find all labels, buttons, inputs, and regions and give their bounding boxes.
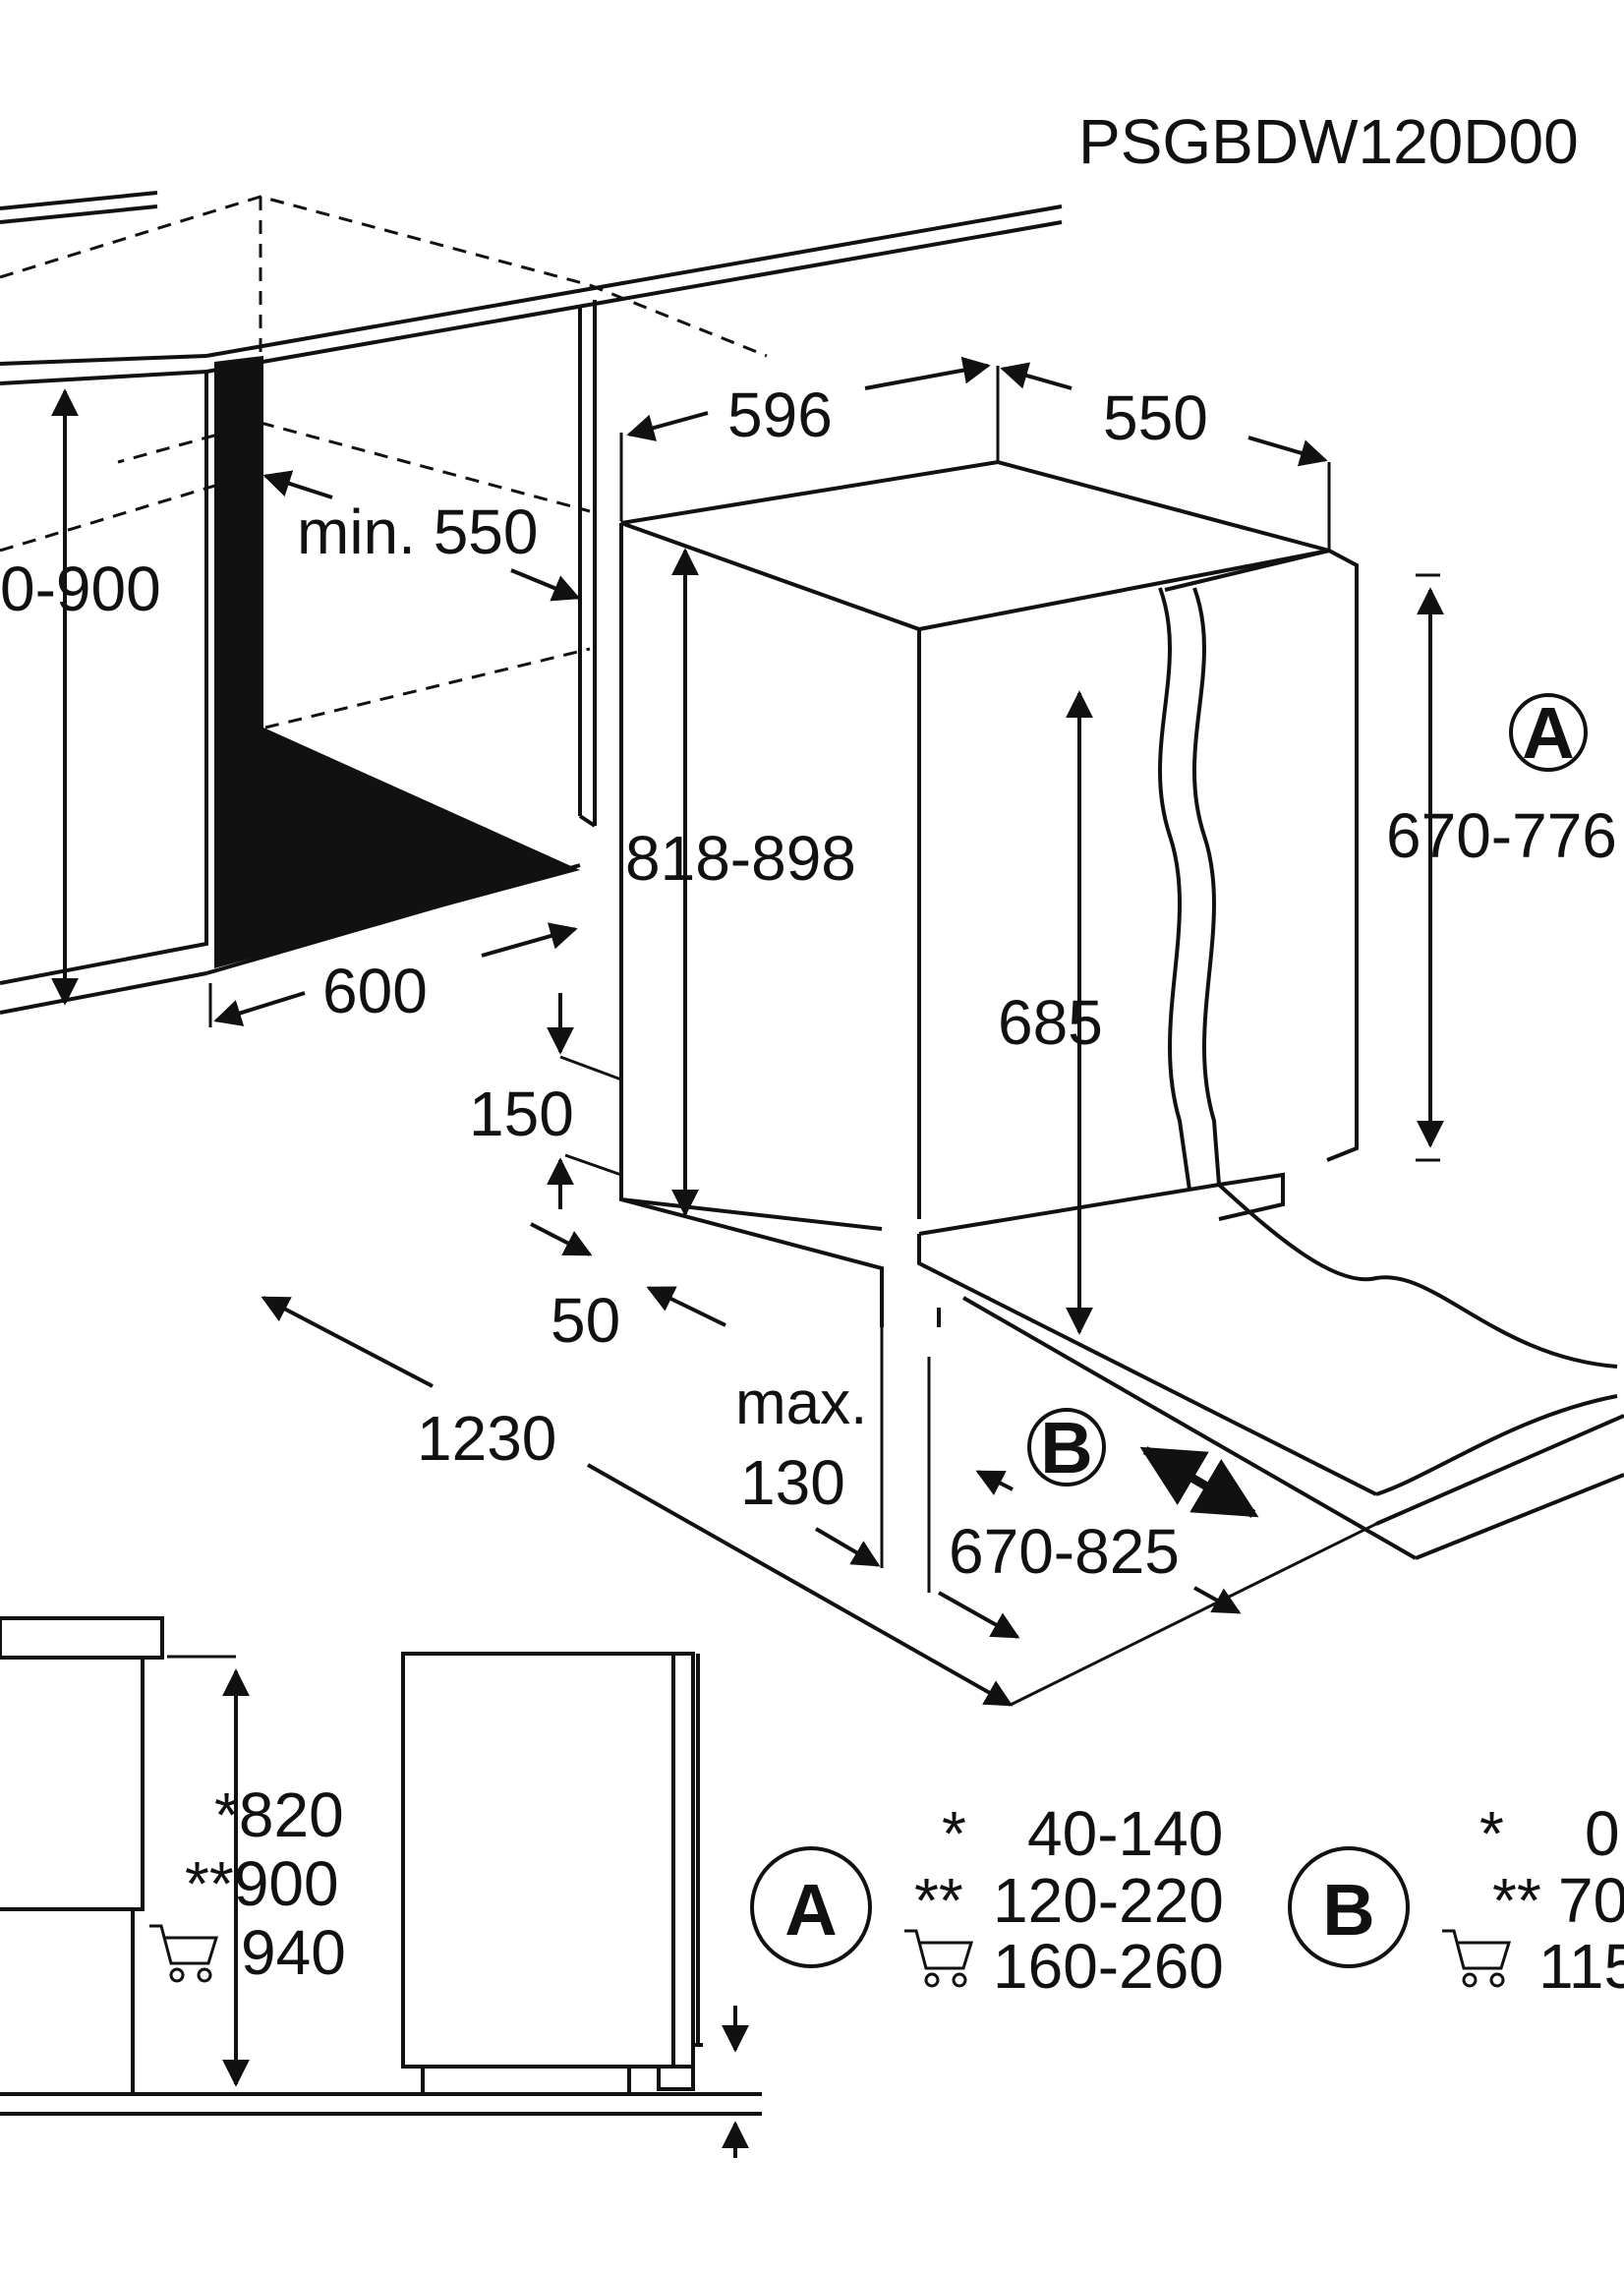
side-view-cabinet <box>0 1616 762 2116</box>
total-1230-label: 1230 <box>417 1403 556 1474</box>
max-130-arrow <box>814 1527 881 1567</box>
height-685-label: 685 <box>998 987 1103 1058</box>
max-value-label: 130 <box>740 1447 845 1518</box>
svg-text:A: A <box>784 1869 837 1951</box>
a-row-2-value: 120-220 <box>993 1865 1224 1936</box>
height-820: *820 <box>214 1779 344 1850</box>
cart-icon <box>1442 1929 1512 1988</box>
door-b-arrow-c <box>1193 1586 1242 1614</box>
a-row-1-mark: * <box>942 1798 966 1869</box>
circle-b-icon: B <box>1027 1407 1106 1488</box>
circle-a-icon: A <box>1509 692 1588 774</box>
height-818-898-label: 818-898 <box>625 823 856 894</box>
b-row-2-value: 70 <box>1558 1865 1624 1936</box>
min-arrow-a <box>262 470 333 499</box>
b-row-2-mark: ** <box>1492 1865 1541 1936</box>
circle-b-icon: B <box>1288 1846 1410 1968</box>
width-596-label: 596 <box>727 379 833 450</box>
model-code: PSGBDW120D00 <box>1078 106 1579 177</box>
cart-icon <box>904 1929 974 1988</box>
min-arrow-b <box>510 568 581 602</box>
depth-550-arrow-a <box>1000 362 1073 390</box>
depth-arrow-b <box>481 922 578 958</box>
svg-text:B: B <box>1322 1869 1374 1951</box>
door-b-double-arrow <box>1139 1446 1259 1518</box>
a-row-1-value: 40-140 <box>1027 1798 1223 1869</box>
max-label: max. <box>735 1370 867 1437</box>
depth-600-label: 600 <box>322 956 428 1026</box>
total-1230-arrow-b <box>587 1463 1014 1707</box>
depth-arrow-a <box>213 991 306 1026</box>
b-row-1-value: 0 <box>1585 1798 1620 1869</box>
door-b-arrow-b <box>938 1591 1020 1639</box>
gap-50-arrow-a <box>530 1222 593 1256</box>
height-range-left: 0-900 <box>0 554 161 624</box>
door-range-b-label: 670-825 <box>949 1516 1180 1587</box>
gap-150-label: 150 <box>469 1079 574 1149</box>
svg-text:A: A <box>1522 692 1574 774</box>
a-row-3-value: 160-260 <box>993 1931 1224 2002</box>
side-view-appliance <box>401 1652 703 2092</box>
b-row-3-value: 115 <box>1538 1931 1624 2002</box>
height-900: **900 <box>185 1848 339 1919</box>
b-row-1-mark: * <box>1479 1798 1504 1869</box>
min-550-label: min. 550 <box>297 496 538 567</box>
svg-text:B: B <box>1040 1407 1092 1488</box>
circle-a-icon: A <box>750 1846 872 1968</box>
gap-50-arrow-b <box>646 1286 726 1327</box>
depth-550-label: 550 <box>1103 382 1208 453</box>
niche-shadow <box>214 356 580 968</box>
total-1230-arrow-a <box>261 1296 434 1388</box>
a-row-2-mark: ** <box>914 1865 963 1936</box>
height-940: 940 <box>241 1917 346 1988</box>
door-range-a-label: 670-776 <box>1386 800 1617 871</box>
cart-icon <box>149 1924 219 1983</box>
depth-550-arrow-b <box>1247 436 1328 467</box>
width-arrow-a <box>626 411 709 441</box>
width-arrow-b <box>864 356 991 390</box>
gap-50-label: 50 <box>551 1285 620 1356</box>
door-b-arrow-a <box>975 1470 1014 1495</box>
